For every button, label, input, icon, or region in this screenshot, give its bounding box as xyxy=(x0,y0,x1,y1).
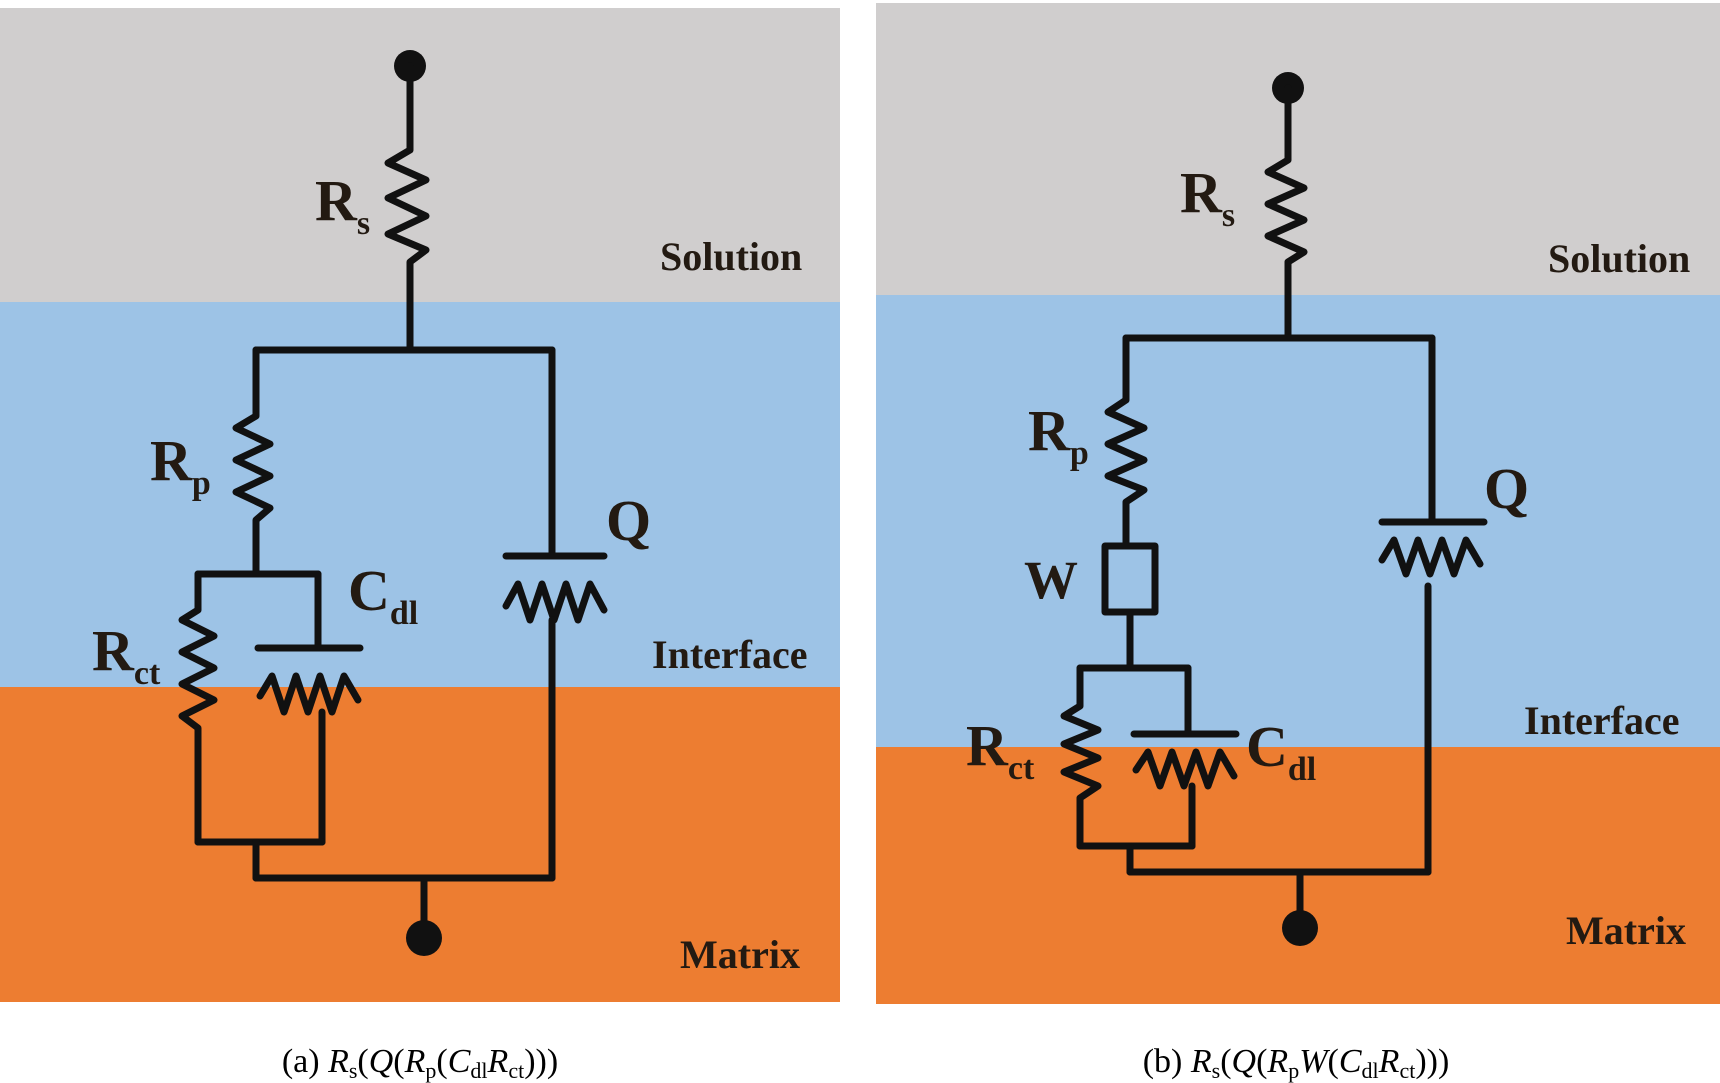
zone-matrix-label: Matrix xyxy=(1566,908,1686,953)
bottom-terminal xyxy=(1282,910,1318,946)
label-q: Q xyxy=(606,488,651,553)
caption-b: (b) Rs(Q(RpW(CdlRct))) xyxy=(1143,1043,1450,1083)
q-plate xyxy=(1378,334,1488,526)
zone-solution-label: Solution xyxy=(660,234,802,279)
cdl-zigzag xyxy=(256,672,362,716)
zone-matrix-label: Matrix xyxy=(680,932,800,977)
caption-a: (a) Rs(Q(Rp(CdlRct))) xyxy=(282,1043,558,1083)
rp-resistor xyxy=(232,346,274,578)
label-q: Q xyxy=(1484,456,1529,521)
cdl-plate xyxy=(1130,664,1240,738)
label-rp: Rp xyxy=(150,428,211,502)
label-rs: Rs xyxy=(315,168,370,242)
label-rp: Rp xyxy=(1028,398,1089,472)
zone-solution-label: Solution xyxy=(1548,236,1690,281)
panel-b: Rs Rp W Rct Cdl Q Solution Interface Mat… xyxy=(876,3,1720,1004)
rs-resistor xyxy=(384,62,430,354)
rs-resistor xyxy=(1264,84,1308,342)
zone-interface-label: Interface xyxy=(1524,698,1679,743)
rct-resistor xyxy=(1060,664,1102,850)
cdl-zigzag xyxy=(1132,748,1238,790)
zone-interface-label: Interface xyxy=(652,632,807,677)
label-rct: Rct xyxy=(966,713,1035,787)
cdl-plate xyxy=(254,570,364,652)
rp-resistor xyxy=(1104,334,1148,550)
q-zigzag xyxy=(1378,536,1484,578)
label-cdl: Cdl xyxy=(348,558,418,632)
interface-region xyxy=(876,295,1720,747)
panel-a: Rs Rp Rct Cdl Q Solution Interface Matri… xyxy=(0,8,840,1002)
label-cdl: Cdl xyxy=(1246,714,1316,788)
rct-resistor xyxy=(178,570,218,846)
q-plate xyxy=(502,346,608,560)
label-rct: Rct xyxy=(92,618,161,692)
interface-region xyxy=(0,302,840,687)
label-rs: Rs xyxy=(1180,160,1235,234)
label-w: W xyxy=(1024,550,1078,610)
bottom-terminal xyxy=(406,920,442,956)
